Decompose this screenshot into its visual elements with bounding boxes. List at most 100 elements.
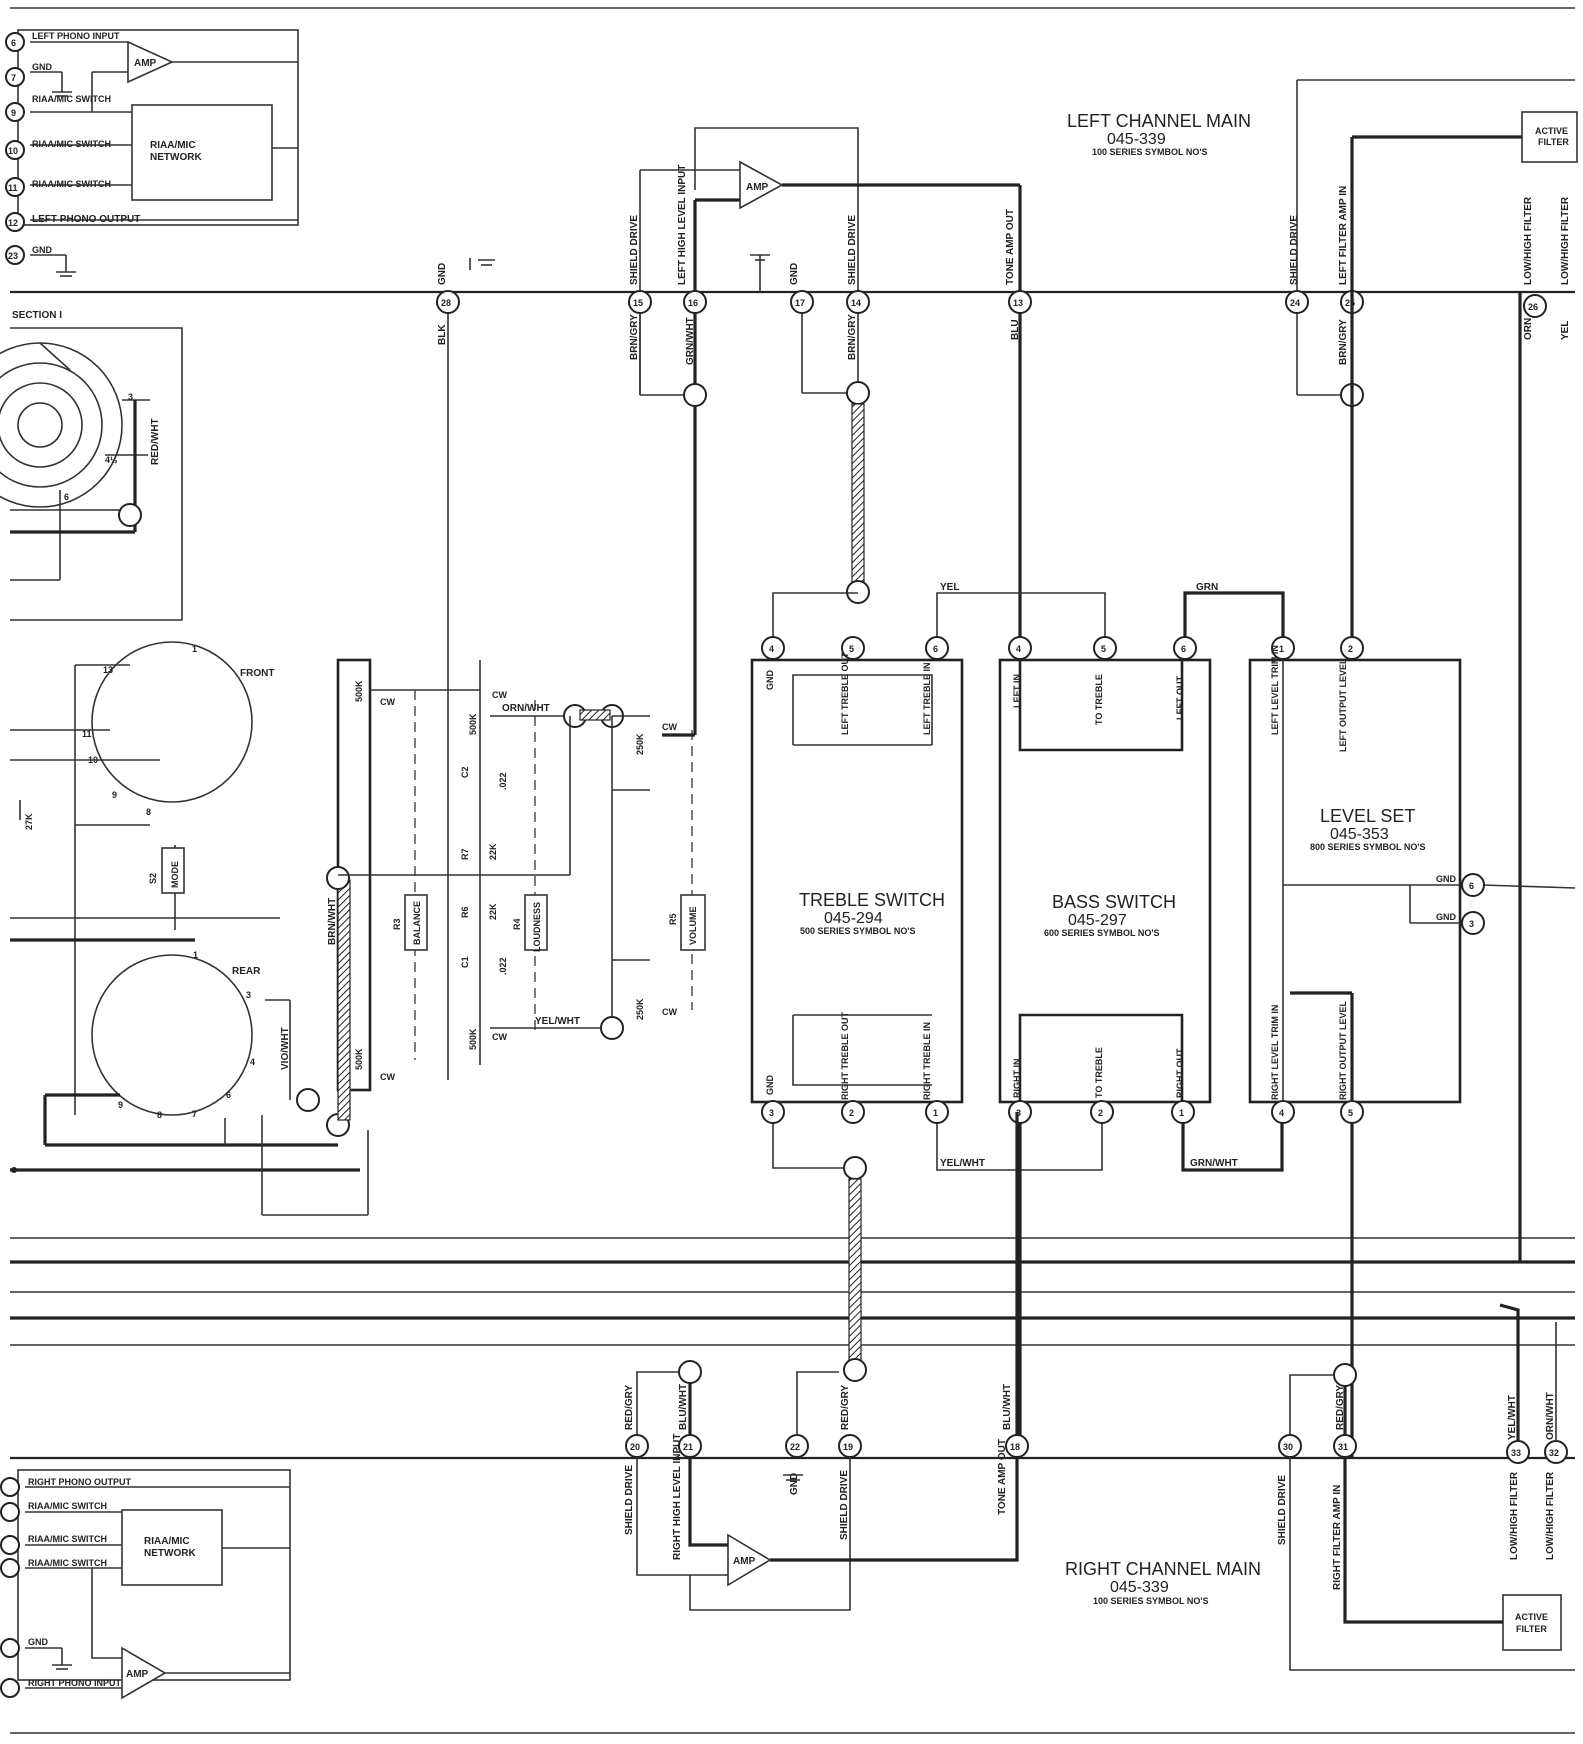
svg-text:ORN/WHT: ORN/WHT: [502, 703, 550, 714]
frame: [10, 7, 1575, 1734]
svg-text:BASS SWITCH: BASS SWITCH: [1052, 892, 1176, 912]
svg-text:RIAA/MIC SWITCH: RIAA/MIC SWITCH: [28, 1558, 107, 1568]
svg-text:RIAA/MIC SWITCH: RIAA/MIC SWITCH: [28, 1534, 107, 1544]
svg-text:4½: 4½: [105, 455, 118, 465]
svg-text:12: 12: [8, 218, 18, 228]
svg-text:LEFT PHONO OUTPUT: LEFT PHONO OUTPUT: [32, 214, 140, 225]
bass-pins: 4 5 6 3 2 1 LEFT IN TO TREBLE LEFT OUT R…: [1008, 636, 1197, 1124]
svg-text:LEFT OUT: LEFT OUT: [1175, 676, 1185, 720]
svg-text:3: 3: [769, 1108, 774, 1118]
svg-text:R5: R5: [668, 913, 678, 925]
svg-text:MODE: MODE: [170, 861, 180, 888]
svg-text:LEFT OUTPUT LEVEL: LEFT OUTPUT LEVEL: [1338, 658, 1348, 752]
svg-text:YEL/WHT: YEL/WHT: [1507, 1395, 1518, 1440]
svg-text:13: 13: [103, 665, 113, 675]
svg-text:800 SERIES SYMBOL NO'S: 800 SERIES SYMBOL NO'S: [1310, 842, 1426, 852]
svg-text:045-339: 045-339: [1107, 131, 1166, 148]
svg-text:31: 31: [1338, 1442, 1348, 1452]
svg-text:GND: GND: [789, 1473, 800, 1495]
svg-text:BRN/GRY: BRN/GRY: [1338, 319, 1349, 365]
svg-text:4: 4: [1279, 1108, 1284, 1118]
svg-text:LOW/HIGH FILTER: LOW/HIGH FILTER: [1545, 1471, 1556, 1560]
svg-text:YEL: YEL: [1560, 321, 1571, 340]
svg-text:CW: CW: [662, 1007, 677, 1017]
svg-text:TO TREBLE: TO TREBLE: [1094, 1047, 1104, 1098]
svg-text:9: 9: [11, 108, 16, 118]
svg-text:045-353: 045-353: [1330, 826, 1389, 843]
svg-text:6: 6: [1469, 881, 1474, 891]
svg-text:19: 19: [843, 1442, 853, 1452]
svg-text:RIAA/MIC SWITCH: RIAA/MIC SWITCH: [32, 139, 111, 149]
svg-text:10: 10: [8, 146, 18, 156]
svg-text:BALANCE: BALANCE: [412, 901, 422, 945]
svg-text:GND: GND: [32, 245, 53, 255]
svg-text:1: 1: [1179, 1108, 1184, 1118]
svg-text:RED/GRY: RED/GRY: [840, 1384, 851, 1430]
svg-text:RIGHT OUTPUT LEVEL: RIGHT OUTPUT LEVEL: [1338, 1000, 1348, 1100]
left-phono-board: AMP RIAA/MIC NETWORK LEFT PHONO INPUT GN…: [5, 29, 299, 277]
svg-text:CW: CW: [492, 1032, 507, 1042]
svg-text:TREBLE SWITCH: TREBLE SWITCH: [799, 890, 945, 910]
svg-text:24: 24: [1290, 298, 1300, 308]
svg-text:LOW/HIGH FILTER: LOW/HIGH FILTER: [1523, 196, 1534, 285]
svg-text:15: 15: [633, 298, 643, 308]
treble-pins: 4 5 6 3 2 1 GND LEFT TREBLE OUT LEFT TRE…: [761, 636, 949, 1124]
svg-text:TONE AMP OUT: TONE AMP OUT: [997, 1439, 1008, 1515]
svg-text:30: 30: [1283, 1442, 1293, 1452]
active-filter-top: ACTIVE FILTER SHIELD DRIVE: [1350, 111, 1578, 1262]
svg-text:.022: .022: [498, 957, 508, 975]
svg-text:RIGHT TREBLE OUT: RIGHT TREBLE OUT: [840, 1012, 850, 1100]
svg-text:GND: GND: [437, 263, 448, 285]
svg-text:6: 6: [933, 644, 938, 654]
svg-text:250K: 250K: [635, 998, 645, 1020]
svg-text:GND: GND: [789, 263, 800, 285]
svg-text:RIAA/MIC: RIAA/MIC: [150, 140, 196, 151]
svg-text:2: 2: [1348, 644, 1353, 654]
svg-text:GRN/WHT: GRN/WHT: [685, 317, 696, 365]
svg-text:7: 7: [11, 73, 16, 83]
svg-text:RIAA/MIC: RIAA/MIC: [144, 1536, 190, 1547]
svg-text:TONE AMP OUT: TONE AMP OUT: [1005, 209, 1016, 285]
svg-text:RIGHT IN: RIGHT IN: [1012, 1059, 1022, 1099]
svg-text:GND: GND: [28, 1637, 49, 1647]
svg-text:GND: GND: [1436, 912, 1457, 922]
svg-text:LEFT TREBLE OUT: LEFT TREBLE OUT: [840, 652, 850, 735]
svg-text:500K: 500K: [468, 1028, 478, 1050]
svg-text:RIAA/MIC SWITCH: RIAA/MIC SWITCH: [32, 94, 111, 104]
svg-text:CW: CW: [380, 1072, 395, 1082]
svg-text:LEFT FILTER AMP IN: LEFT FILTER AMP IN: [1338, 186, 1349, 285]
svg-text:6: 6: [64, 492, 69, 502]
svg-text:RIGHT PHONO INPUT: RIGHT PHONO INPUT: [28, 1678, 122, 1688]
svg-text:SHIELD DRIVE: SHIELD DRIVE: [847, 215, 858, 285]
svg-text:11: 11: [8, 183, 18, 193]
svg-text:LEFT PHONO INPUT: LEFT PHONO INPUT: [32, 31, 120, 41]
svg-text:RIGHT TREBLE IN: RIGHT TREBLE IN: [922, 1022, 932, 1100]
svg-text:BRN/GRY: BRN/GRY: [629, 314, 640, 360]
svg-text:BLK: BLK: [437, 324, 448, 345]
svg-text:BRN/GRY: BRN/GRY: [847, 314, 858, 360]
amp-label: AMP: [134, 58, 157, 69]
svg-text:11: 11: [82, 729, 92, 739]
svg-text:RIGHT CHANNEL MAIN: RIGHT CHANNEL MAIN: [1065, 1559, 1261, 1579]
svg-text:045-297: 045-297: [1068, 912, 1127, 929]
svg-text:AMP: AMP: [746, 182, 769, 193]
svg-text:2: 2: [1098, 1108, 1103, 1118]
section-i-switch: SECTION I 3 4½ 6 RED/WHT: [0, 310, 183, 621]
svg-text:14: 14: [851, 298, 861, 308]
svg-text:17: 17: [795, 298, 805, 308]
svg-text:GND: GND: [32, 62, 53, 72]
svg-text:25: 25: [1345, 298, 1355, 308]
svg-text:ACTIVE: ACTIVE: [1515, 1612, 1548, 1622]
svg-text:RED/GRY: RED/GRY: [1335, 1384, 1346, 1430]
svg-text:R6: R6: [460, 906, 470, 918]
svg-text:SECTION I: SECTION I: [12, 310, 62, 321]
bottom-bus-labels: RED/GRY BLU/WHT RED/GRY BLU/WHT RED/GRY …: [624, 1384, 1556, 1590]
svg-text:6: 6: [1181, 644, 1186, 654]
svg-text:LEFT CHANNEL MAIN: LEFT CHANNEL MAIN: [1067, 111, 1251, 131]
svg-text:RIGHT FILTER AMP IN: RIGHT FILTER AMP IN: [1332, 1485, 1343, 1590]
svg-text:C1: C1: [460, 956, 470, 968]
svg-text:SHIELD DRIVE: SHIELD DRIVE: [1289, 215, 1300, 285]
svg-text:18: 18: [1010, 1442, 1020, 1452]
svg-text:13: 13: [1013, 298, 1023, 308]
svg-text:GRN/WHT: GRN/WHT: [1190, 1158, 1238, 1169]
